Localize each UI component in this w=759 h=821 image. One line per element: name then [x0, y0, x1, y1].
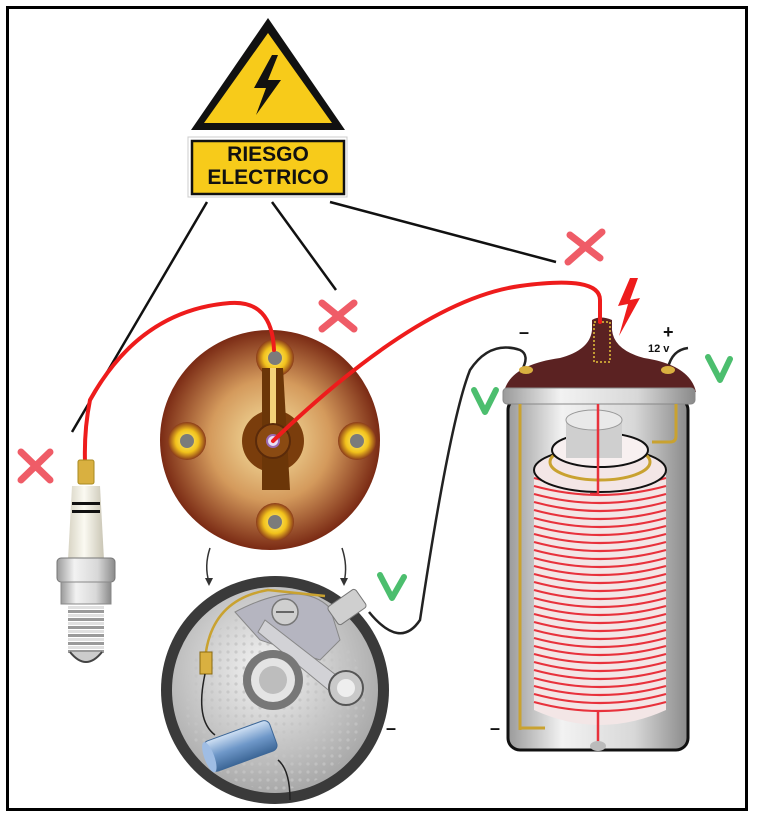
winding-turn	[533, 700, 667, 713]
primary-feed-right	[652, 404, 678, 444]
high-tension-wires	[82, 280, 602, 464]
danger-mark-distributor	[318, 299, 358, 333]
winding-turn	[533, 596, 667, 609]
winding-turn	[533, 636, 667, 649]
spark-plug-electrode	[69, 651, 103, 663]
safe-mark-coil-positive	[705, 354, 733, 383]
winding-turn	[533, 492, 667, 505]
winding-turn	[533, 588, 667, 601]
thread-ridge	[68, 638, 104, 641]
coil-positive-label: +	[663, 322, 674, 342]
distributor-terminal	[256, 503, 294, 541]
warning-sign	[187, 18, 348, 198]
winding-turn	[533, 572, 667, 585]
winding-turn	[533, 660, 667, 673]
thread-ridge	[68, 630, 104, 633]
distributor-negative-label: –	[386, 718, 397, 738]
thread-ridge	[68, 626, 104, 629]
winding-turn	[533, 484, 667, 497]
distributor-terminal	[338, 422, 376, 460]
winding-turn	[533, 556, 667, 569]
winding-turn	[533, 620, 667, 633]
coil-cap	[504, 317, 696, 392]
spark-plug-hex	[56, 557, 116, 583]
arrow-left	[206, 547, 211, 583]
winding-turn	[533, 676, 667, 689]
coil-cap-ring	[502, 387, 696, 405]
points-terminal	[327, 588, 367, 626]
thread-ridge	[68, 642, 104, 645]
winding-turn	[533, 548, 667, 561]
coil-bottom-negative-label: –	[490, 718, 501, 738]
danger-mark-coil-wire	[564, 228, 606, 266]
distributor-terminal	[256, 339, 294, 377]
winding-turn	[533, 580, 667, 593]
points-bracket	[234, 593, 341, 661]
lightning-bolt-icon	[254, 55, 281, 115]
thread-ridge	[68, 622, 104, 625]
coil-to-distributor-wire	[271, 280, 602, 443]
winding-turn	[533, 628, 667, 641]
capacitor	[202, 720, 278, 773]
arrow-right	[341, 547, 347, 583]
rotor-contact-strip	[270, 368, 276, 436]
safe-mark-points-terminal	[377, 572, 407, 601]
coil-positive-terminal	[661, 366, 675, 374]
winding-turn	[533, 532, 667, 545]
winding-turn	[533, 564, 667, 577]
distributor-terminal	[168, 422, 206, 460]
primary-lead	[203, 588, 326, 661]
winding-turn	[533, 524, 667, 537]
pointer-line-distributor	[270, 201, 338, 291]
winding-turn	[533, 508, 667, 521]
spark-icon	[618, 278, 640, 336]
distributor-cap	[160, 330, 380, 550]
spark-plug-terminal	[77, 459, 95, 485]
winding-turn	[533, 692, 667, 705]
thread-ridge	[68, 614, 104, 617]
coil-negative-terminal	[519, 366, 533, 374]
thread-ridge	[68, 650, 104, 653]
secondary-windings	[533, 476, 667, 713]
low-tension-wire	[368, 346, 527, 635]
safe-marks	[377, 354, 733, 601]
thread-ridge	[68, 606, 104, 609]
winding-turn	[533, 612, 667, 625]
sign-text-electrico: ELECTRICO	[207, 166, 329, 189]
battery-positive-wire	[666, 346, 689, 369]
winding-turn	[533, 604, 667, 617]
spark-plug-threads	[68, 606, 104, 653]
winding-turn	[533, 516, 667, 529]
safe-mark-coil-negative	[471, 387, 499, 415]
spark-plug-insulator	[68, 486, 104, 560]
winding-turn	[533, 668, 667, 681]
danger-mark-spark-plug	[17, 448, 54, 484]
spark-plug-wire	[82, 300, 276, 464]
sign-text-riesgo: RIESGO	[227, 143, 309, 166]
thread-ridge	[68, 618, 104, 621]
winding-turn	[533, 644, 667, 657]
winding-turn	[533, 500, 667, 513]
sign-plate	[190, 139, 346, 196]
coil-voltage-label: 12 v	[648, 343, 670, 355]
winding-turn	[533, 684, 667, 697]
coil-negative-label: –	[519, 322, 530, 342]
pointer-line-coil	[329, 200, 557, 264]
spark-plug-shell	[60, 581, 112, 605]
thread-ridge	[68, 646, 104, 649]
cap-to-points-arrows	[205, 547, 348, 586]
winding-turn	[533, 540, 667, 553]
breaker-points-plate	[161, 576, 389, 804]
lead-clip	[199, 651, 213, 675]
thread-ridge	[68, 634, 104, 637]
spark-plug	[56, 459, 116, 663]
danger-marks	[17, 228, 606, 484]
ignition-coil	[502, 317, 696, 752]
winding-turn	[533, 652, 667, 665]
thread-ridge	[68, 610, 104, 613]
